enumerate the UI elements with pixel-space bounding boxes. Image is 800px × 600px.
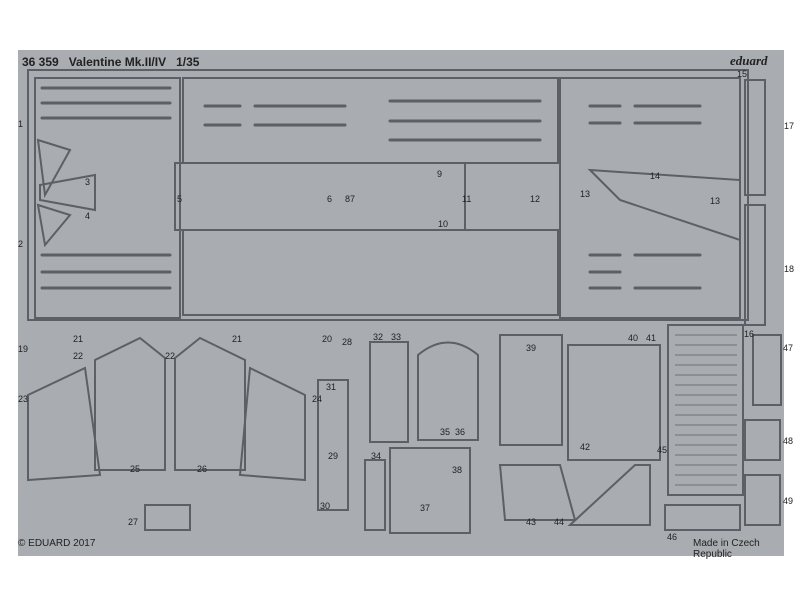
part-39	[499, 334, 563, 446]
part-number: 22	[73, 351, 84, 361]
part-number: 21	[232, 334, 243, 344]
bottom-center-panel	[182, 229, 559, 316]
part-number: 5	[177, 194, 183, 204]
part-number: 20	[322, 334, 333, 344]
part-number: 16	[744, 329, 755, 339]
left-fender-panel	[34, 77, 181, 319]
parts-32-33	[369, 341, 409, 443]
part-number: 29	[328, 451, 339, 461]
part-49	[744, 474, 781, 526]
part-number: 33	[391, 332, 402, 342]
parts-37-38	[389, 447, 471, 534]
part-number: 18	[784, 264, 795, 274]
part-42	[567, 344, 661, 461]
part-number: 14	[650, 171, 661, 181]
part-number: 3	[85, 177, 91, 187]
part-number: 6	[327, 194, 333, 204]
part-25	[94, 336, 166, 471]
part-number: 13	[710, 196, 721, 206]
part-number: 41	[646, 333, 657, 343]
part-number: 11	[462, 194, 472, 204]
part-16-18	[744, 204, 766, 326]
large-grille-part	[667, 324, 744, 496]
part-number: 48	[783, 436, 794, 446]
part-number: 12	[530, 194, 541, 204]
part-number: 26	[197, 464, 208, 474]
part-2-triangle	[36, 203, 72, 248]
photo-etch-fret	[18, 50, 784, 556]
part-number: 10	[438, 219, 449, 229]
part-46	[664, 504, 741, 531]
part-number: 25	[130, 464, 141, 474]
part-34	[364, 459, 386, 531]
part-number: 21	[73, 334, 84, 344]
parts-3-4	[39, 173, 96, 212]
part-number: 34	[371, 451, 382, 461]
parts-29-31	[317, 379, 349, 511]
parts-35-36	[417, 341, 479, 441]
part-number: 37	[420, 503, 431, 513]
part-number: 47	[783, 343, 794, 353]
part-47	[752, 334, 782, 406]
part-1-triangle	[36, 138, 72, 199]
catalog-number: 36 359	[22, 55, 59, 69]
part-number: 8	[345, 194, 351, 204]
part-number: 22	[165, 351, 176, 361]
part-number: 40	[628, 333, 639, 343]
part-27	[144, 504, 191, 531]
part-number: 27	[128, 517, 139, 527]
part-number: 35	[440, 427, 451, 437]
part-number: 7	[350, 194, 356, 204]
part-13-triangle	[587, 168, 741, 242]
part-number: 17	[784, 121, 795, 131]
part-number: 39	[526, 343, 537, 353]
part-number: 45	[657, 445, 668, 455]
part-number: 4	[85, 211, 91, 221]
part-number: 28	[342, 337, 353, 347]
part-44	[567, 464, 651, 526]
part-number: 46	[667, 532, 678, 542]
part-number: 15	[737, 69, 748, 79]
part-number: 44	[554, 517, 565, 527]
brand-logo: eduard	[730, 53, 768, 68]
part-number: 30	[320, 501, 331, 511]
part-26	[174, 336, 246, 471]
part-number: 42	[580, 442, 591, 452]
part-48	[744, 419, 781, 461]
copyright-text: © EDUARD 2017	[18, 538, 96, 549]
center-strip	[174, 162, 466, 231]
part-15-17	[744, 79, 766, 196]
part-number: 32	[373, 332, 384, 342]
part-number: 1	[18, 119, 24, 129]
sheet-header: 36 359 Valentine Mk.II/IV 1/35	[22, 55, 199, 69]
made-in-text: Made in Czech Republic	[693, 538, 760, 560]
part-number: 23	[18, 394, 29, 404]
part-24	[238, 366, 306, 482]
part-number: 49	[783, 496, 794, 506]
kit-scale: 1/35	[176, 55, 200, 69]
part-number: 9	[437, 169, 443, 179]
part-number: 43	[526, 517, 537, 527]
kit-title: Valentine Mk.II/IV	[68, 55, 167, 69]
part-number: 13	[580, 189, 591, 199]
part-number: 24	[312, 394, 323, 404]
part-number: 19	[18, 344, 29, 354]
part-23	[27, 366, 102, 482]
part-number: 31	[326, 382, 337, 392]
part-number: 38	[452, 465, 463, 475]
part-number: 36	[455, 427, 466, 437]
part-number: 2	[18, 239, 24, 249]
part-43	[498, 464, 577, 521]
